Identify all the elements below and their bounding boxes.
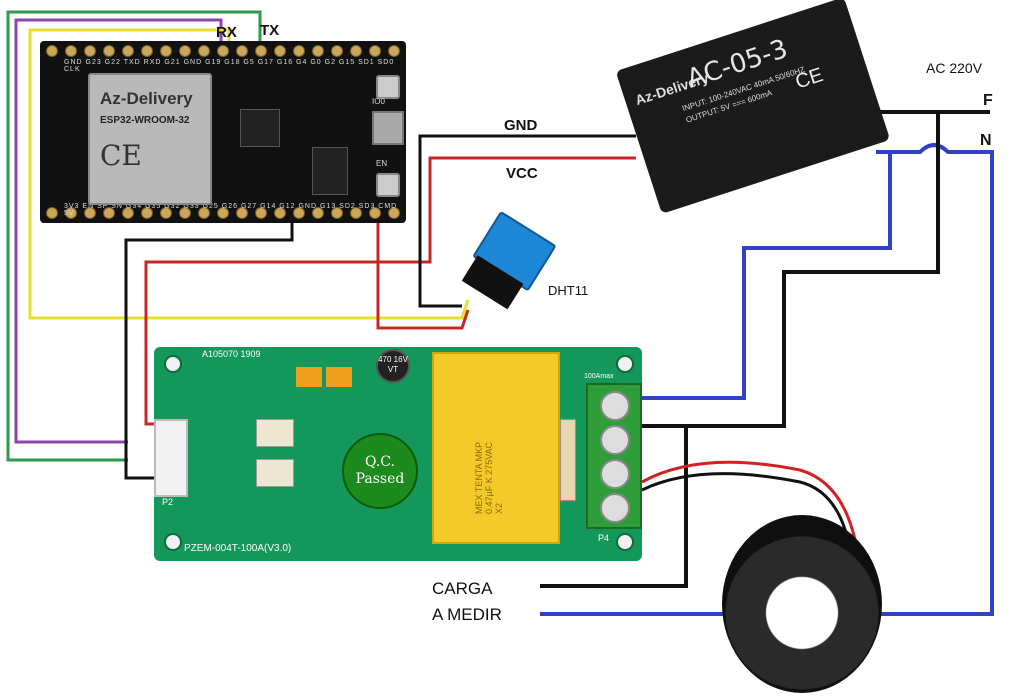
en-label: EN	[376, 159, 388, 168]
esp32-bottom-pins	[46, 207, 400, 219]
mount-hole	[164, 355, 182, 373]
label-dht11: DHT11	[548, 283, 589, 298]
boot-button	[376, 75, 400, 99]
wire-phase-black-down	[642, 112, 940, 428]
en-button	[376, 173, 400, 197]
pzem-code: A105070 1909	[202, 349, 261, 359]
qc-line2: Passed	[355, 471, 405, 487]
label-tx: TX	[260, 22, 280, 39]
esp32-brand: Az-Delivery	[100, 89, 193, 108]
wire-gnd-black	[418, 134, 636, 308]
esp32-ce-mark: CE	[100, 139, 142, 172]
wire-rx-purple	[14, 18, 223, 444]
esp32-top-pin-labels: GND G23 G22 TXD RXD G21 GND G19 G18 G5 G…	[64, 59, 395, 73]
label-gnd: GND	[504, 117, 538, 134]
inductor-icon	[296, 367, 322, 387]
chip-icon	[240, 109, 280, 147]
current-transformer-ring	[722, 515, 882, 693]
label-phase-f: F	[983, 92, 993, 109]
usb-port-icon	[372, 111, 404, 145]
pzem-ttl-connector	[154, 419, 188, 497]
mount-hole	[616, 533, 634, 551]
boot-label: IO0	[372, 97, 385, 106]
regulator-icon	[312, 147, 348, 195]
optocoupler-icon	[256, 419, 294, 447]
mount-hole	[164, 533, 182, 551]
qc-line1: Q.C.	[365, 454, 395, 470]
pzem-model: PZEM-004T-100A(V3.0)	[184, 543, 292, 554]
esp32-module: Az-Delivery ESP32-WROOM-32 CE	[88, 73, 212, 205]
esp32-model: ESP32-WROOM-32	[100, 115, 190, 126]
pzem-004t-board: A105070 1909 P2 470 16V VT Q.C. Passed M…	[154, 347, 642, 561]
esp32-bottom-pin-labels: 3V3 EN SP SN G34 G35 G32 G33 G25 G26 G27…	[64, 203, 398, 217]
terminal-rating: 100Amax	[584, 373, 614, 380]
wire-load-black	[540, 426, 688, 588]
label-vcc: VCC	[506, 165, 538, 182]
screw-terminal	[600, 459, 630, 489]
qc-passed-sticker: Q.C. Passed	[342, 433, 418, 509]
capacitor-470uf: 470 16V VT	[376, 349, 410, 383]
label-a-medir: A MEDIR	[432, 605, 502, 624]
esp32-board: GND G23 G22 TXD RXD G21 GND G19 G18 G5 G…	[40, 41, 406, 223]
label-rx: RX	[216, 24, 237, 41]
esp32-top-pins	[46, 45, 400, 57]
wire-gnd-black-esp	[124, 222, 294, 480]
wire-neutral-blue-pzem	[642, 152, 892, 400]
label-carga: CARGA	[432, 579, 493, 598]
screw-terminal	[600, 425, 630, 455]
pzem-p4-label: P4	[598, 533, 610, 543]
wire-data-yellow	[28, 28, 470, 320]
label-ac-220v: AC 220V	[926, 60, 983, 76]
mount-hole	[616, 355, 634, 373]
inductor-icon	[326, 367, 352, 387]
pzem-terminal-block	[586, 383, 642, 529]
label-neutral-n: N	[980, 132, 992, 149]
screw-terminal	[600, 493, 630, 523]
pzem-p2-label: P2	[162, 497, 174, 507]
screw-terminal	[600, 391, 630, 421]
resistor-icon	[560, 419, 576, 501]
optocoupler-icon	[256, 459, 294, 487]
wire-vcc-red	[144, 156, 636, 426]
mkp-capacitor: MEX TENTA MKP 0.47µF K 275VAC X2	[432, 352, 560, 544]
mkp-text: MEX TENTA MKP 0.47µF K 275VAC X2	[474, 441, 504, 514]
wire-tx-green	[6, 10, 262, 462]
wire-vcc-red-esp	[376, 222, 470, 330]
